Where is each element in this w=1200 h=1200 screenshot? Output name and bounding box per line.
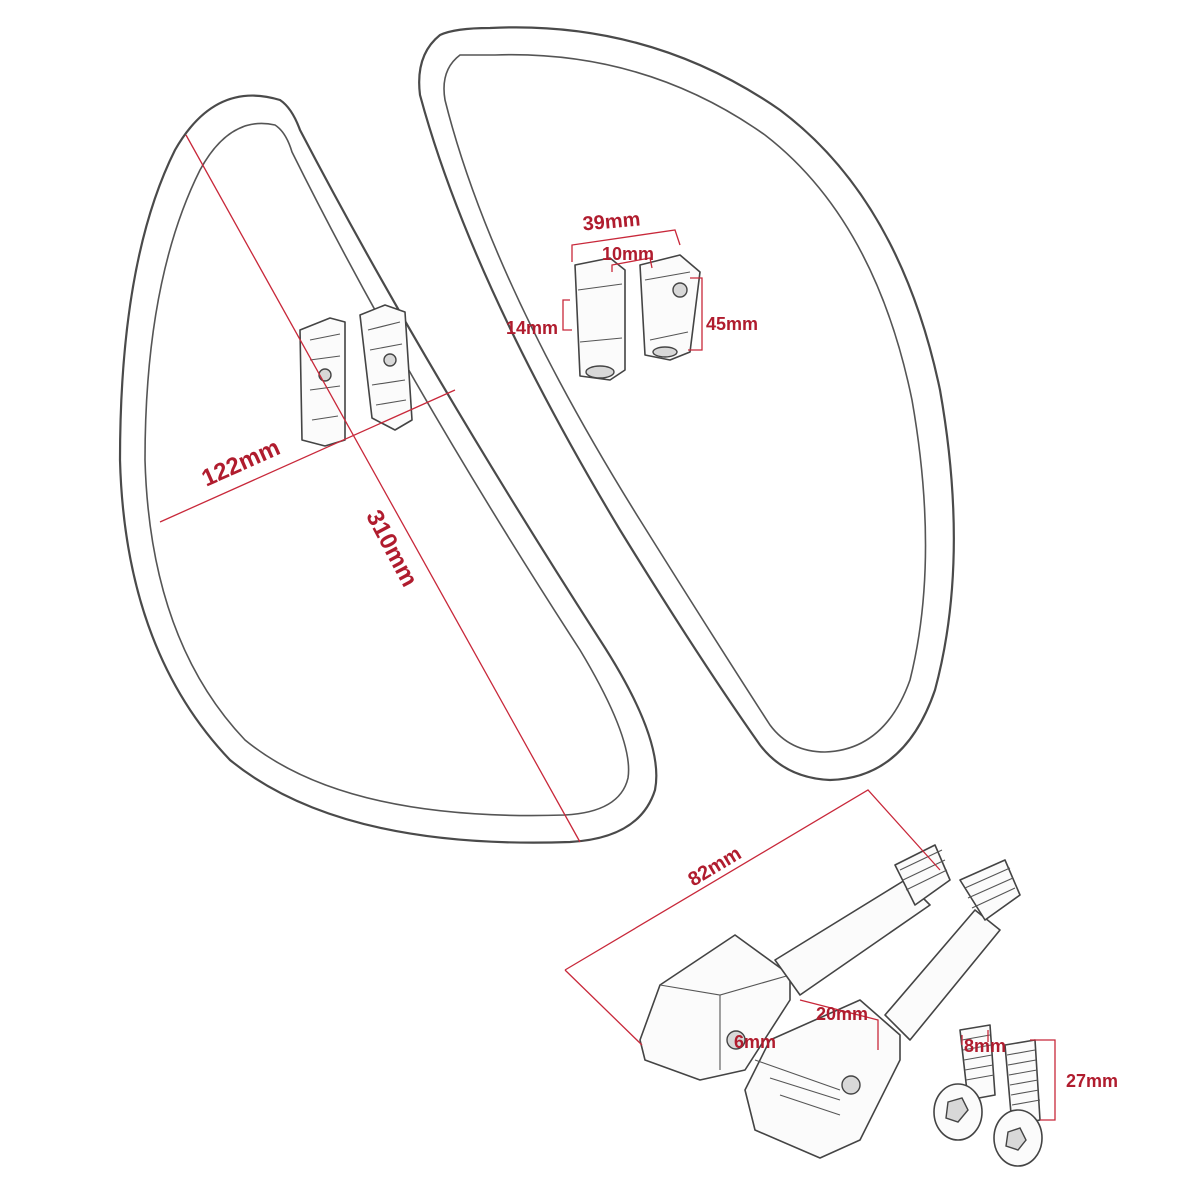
height-14mm-label: 14mm bbox=[506, 318, 558, 338]
mounting-peg-left bbox=[639, 844, 951, 1081]
length-27mm-label: 27mm bbox=[1066, 1071, 1118, 1091]
right-floorboard: 39mm 10mm 14mm 45mm bbox=[418, 26, 955, 782]
height-45mm-bracket bbox=[688, 277, 703, 351]
left-floorboard: 310mm 122mm bbox=[118, 94, 658, 844]
length-82mm-line bbox=[564, 789, 941, 1046]
left-mount-bracket-1 bbox=[299, 317, 346, 447]
width-10mm-label: 10mm bbox=[602, 244, 654, 264]
length-310mm-line bbox=[185, 134, 581, 843]
width-20mm-line bbox=[799, 999, 879, 1050]
height-14mm-bracket bbox=[562, 299, 572, 331]
hole-6mm-label: 6mm bbox=[734, 1032, 776, 1052]
length-27mm-bracket bbox=[1030, 1039, 1056, 1121]
diameter-8mm-line bbox=[961, 1030, 989, 1045]
left-floorboard-outer-edge bbox=[118, 94, 658, 844]
length-310mm-label: 310mm bbox=[360, 506, 423, 592]
left-mount-bracket-2 bbox=[359, 304, 413, 431]
right-floorboard-inner-edge bbox=[443, 53, 927, 753]
width-20mm-label: 20mm bbox=[816, 1004, 868, 1024]
bolt-left bbox=[933, 1024, 996, 1141]
bolt-right bbox=[993, 1039, 1043, 1167]
width-122mm-label: 122mm bbox=[198, 434, 285, 492]
width-122mm-line bbox=[159, 389, 456, 523]
length-82mm-label: 82mm bbox=[684, 843, 745, 892]
width-39mm-label: 39mm bbox=[582, 209, 642, 236]
height-45mm-label: 45mm bbox=[706, 314, 758, 334]
riser-block-rear bbox=[639, 254, 701, 361]
diameter-8mm-label: 8mm bbox=[964, 1036, 1006, 1056]
width-10mm-bracket bbox=[611, 257, 653, 272]
width-39mm-bracket bbox=[571, 229, 681, 262]
mounting-peg-right bbox=[744, 859, 1021, 1159]
left-floorboard-inner-edge bbox=[144, 122, 630, 817]
right-floorboard-outer-edge bbox=[418, 26, 955, 782]
riser-block-front bbox=[574, 257, 626, 381]
